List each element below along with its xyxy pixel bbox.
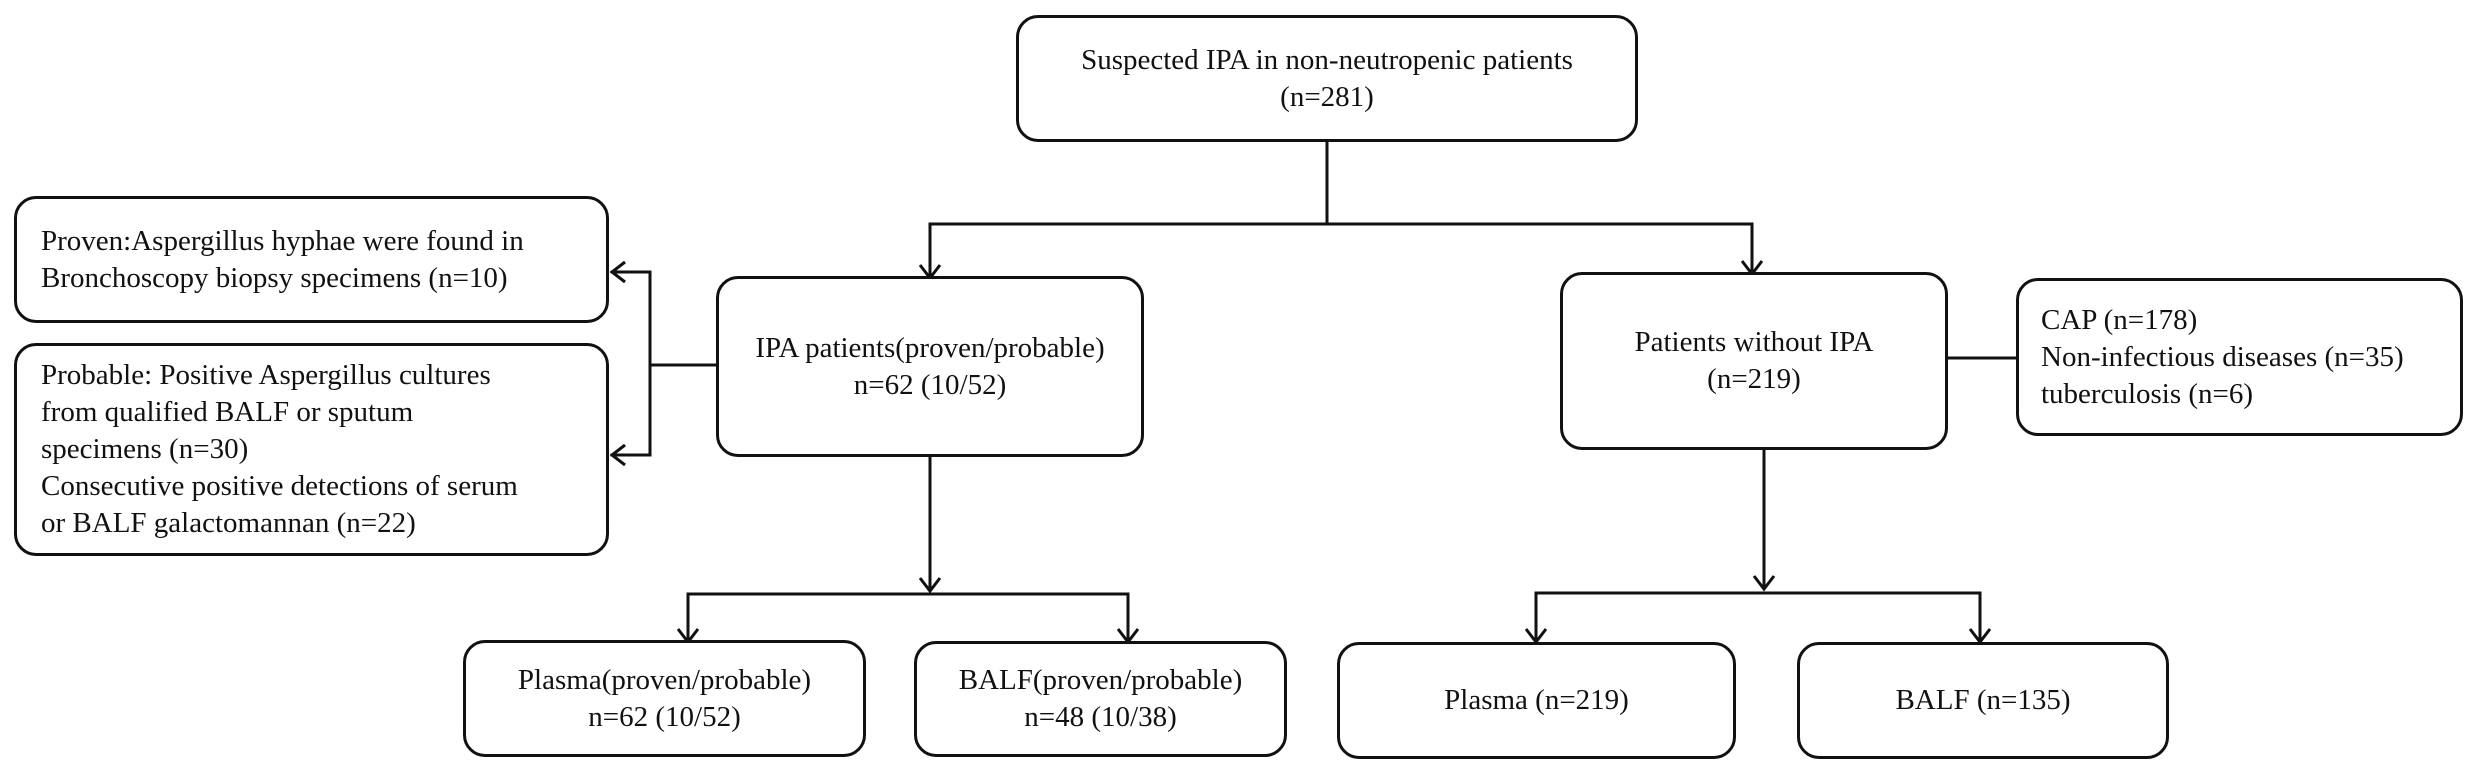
box-line: BALF (n=135) (1895, 684, 2071, 716)
non-ipa-causes-box: CAP (n=178) Non-infectious diseases (n=3… (2016, 278, 2463, 436)
patients-without-ipa-box: Patients without IPA (n=219) (1560, 272, 1948, 450)
plasma-ipa-box: Plasma(proven/probable) n=62 (10/52) (463, 640, 866, 757)
box-line: Patients without IPA (1634, 326, 1874, 358)
box-line: n=48 (10/38) (1024, 701, 1177, 733)
box-line: or BALF galactomannan (n=22) (41, 507, 416, 539)
box-line: Bronchoscopy biopsy specimens (n=10) (41, 261, 508, 294)
arrowhead (609, 443, 626, 467)
proven-box: Proven:Aspergillus hyphae were found in … (14, 196, 609, 323)
probable-box: Probable: Positive Aspergillus cultures … (14, 343, 609, 556)
box-line: BALF(proven/probable) (958, 664, 1243, 696)
box-line: Proven:Aspergillus hyphae were found in (41, 224, 524, 257)
box-line: Consecutive positive detections of serum (41, 470, 518, 502)
ipa-patients-box: IPA patients(proven/probable) n=62 (10/5… (716, 276, 1144, 457)
box-line: (n=219) (1707, 363, 1801, 395)
box-line: Suspected IPA in non-neutropenic patient… (1081, 43, 1573, 76)
box-line: CAP (n=178) (2041, 303, 2198, 336)
box-line: n=62 (10/52) (588, 700, 741, 733)
box-line: Plasma (n=219) (1444, 684, 1629, 716)
plasma-without-box: Plasma (n=219) (1337, 642, 1736, 759)
balf-ipa-box: BALF(proven/probable) n=48 (10/38) (914, 641, 1287, 757)
box-line: Plasma(proven/probable) (517, 663, 812, 696)
arrowhead (609, 260, 626, 284)
box-line: (n=281) (1280, 80, 1374, 113)
box-line: IPA patients(proven/probable) (755, 331, 1105, 364)
box-line: Probable: Positive Aspergillus cultures (41, 359, 491, 391)
balf-without-box: BALF (n=135) (1797, 642, 2169, 759)
box-line: specimens (n=30) (41, 433, 249, 465)
box-line: tuberculosis (n=6) (2041, 377, 2254, 410)
suspected-ipa-box: Suspected IPA in non-neutropenic patient… (1016, 15, 1638, 142)
box-line: Non-infectious diseases (n=35) (2041, 340, 2404, 373)
arrowhead (1752, 575, 1776, 592)
box-line: from qualified BALF or sputum (41, 396, 414, 428)
box-line: n=62 (10/52) (853, 368, 1007, 401)
arrowhead (918, 577, 942, 594)
